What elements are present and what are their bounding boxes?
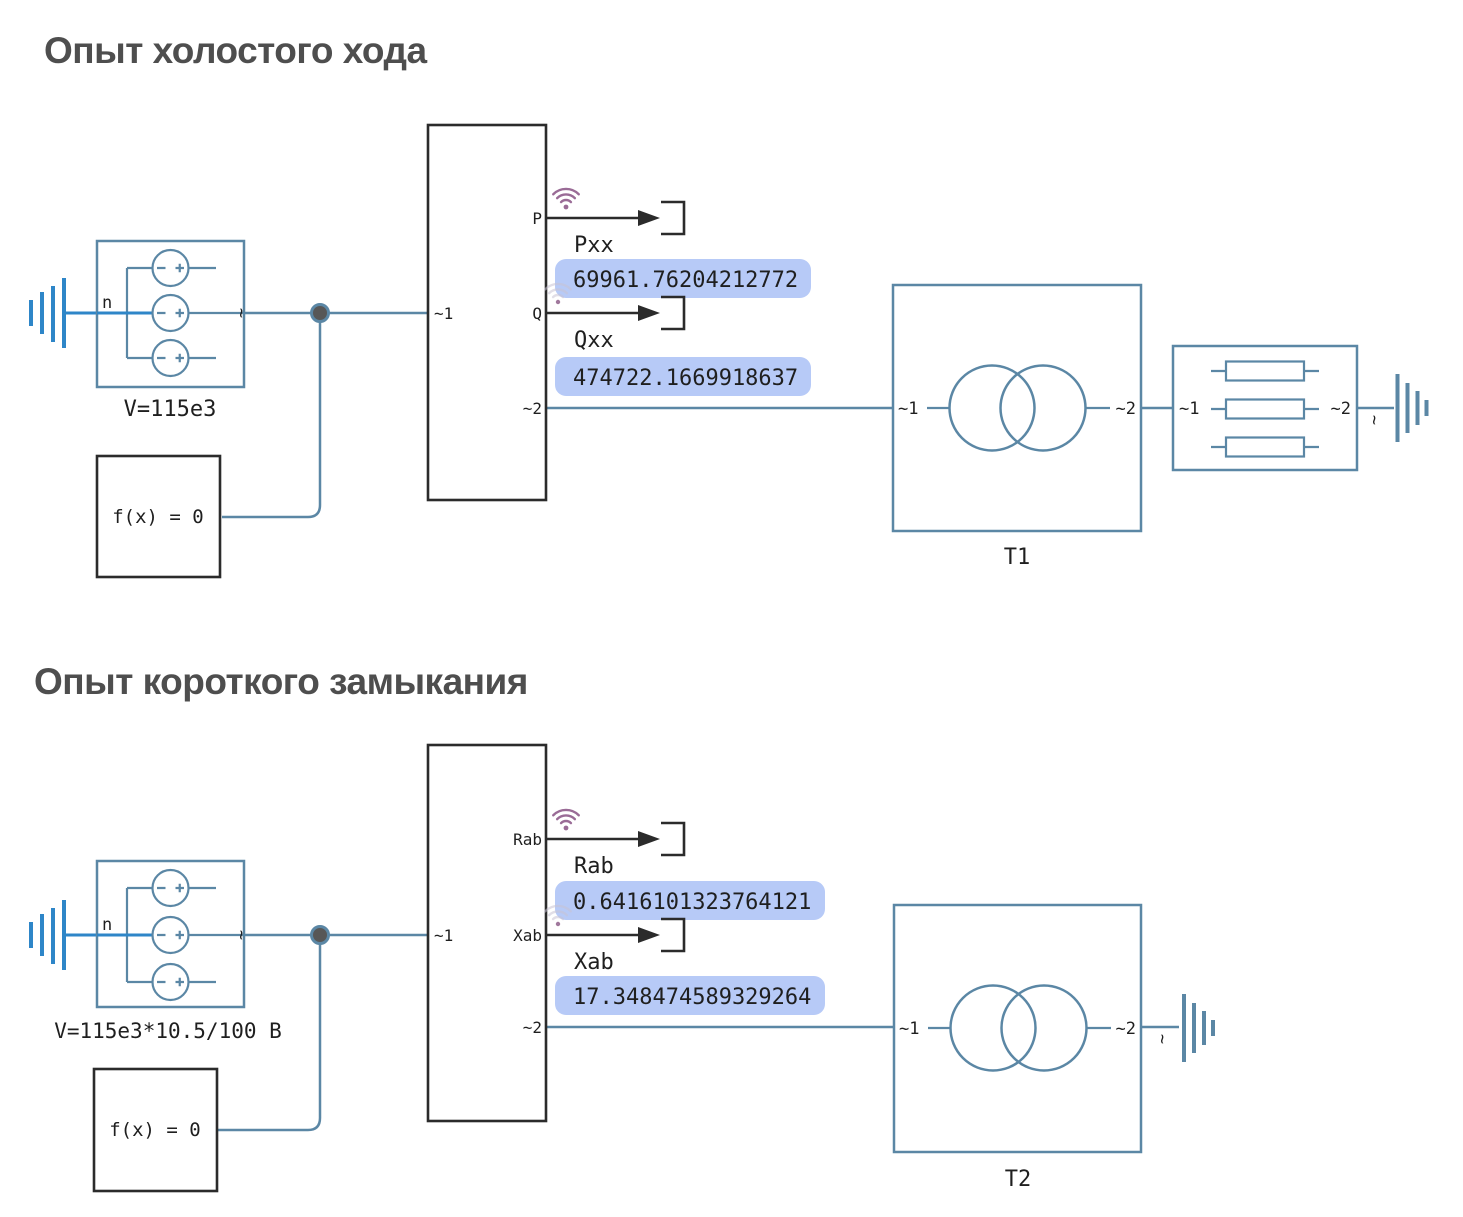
three-phase-source-block[interactable]: n ~	[95, 239, 251, 389]
port-label-t2-in: ~1	[899, 1019, 919, 1039]
section-short-circuit: n ~ V=115e3*10.5/100 В f(x) = 0 ~1 Rab X…	[29, 743, 1215, 1193]
transformer-block-t1[interactable]: ~1 ~2	[891, 283, 1143, 533]
ground-out-icon[interactable]	[1395, 374, 1429, 442]
annotation-title-short-circuit-test[interactable]: Опыт короткого замыкания	[34, 661, 528, 702]
port-label-q: Q	[532, 304, 542, 323]
transformer-block-t2[interactable]: ~1 ~2	[892, 903, 1143, 1154]
value-xab: 17.348474589329264	[573, 985, 811, 1010]
solver-block-2[interactable]: f(x) = 0	[92, 1067, 219, 1193]
port-label-out: ~2	[523, 399, 542, 418]
three-phase-source-block-2[interactable]: n ~	[95, 859, 251, 1009]
terminator-block-q[interactable]	[661, 295, 686, 331]
value-display-qxx[interactable]: 474722.1669918637	[555, 357, 811, 396]
value-display-pxx[interactable]: 69961.76204212772	[555, 259, 811, 298]
value-pxx: 69961.76204212772	[573, 268, 798, 293]
wire-source-to-meter-2[interactable]	[217, 933, 428, 1132]
port-label-rab: Rab	[513, 830, 542, 849]
terminator-block-p[interactable]	[661, 200, 686, 236]
port-label-p: P	[532, 209, 542, 228]
section-no-load: n ~ V=115e3 f(x) = 0 ~1 P Q ~2	[29, 123, 1429, 579]
transformer-name-t2[interactable]: T2	[1005, 1167, 1032, 1192]
value-rab: 0.6416101323764121	[573, 890, 811, 915]
terminator-block-xab[interactable]	[661, 917, 686, 953]
solver-label-2: f(x) = 0	[109, 1119, 201, 1141]
value-qxx: 474722.1669918637	[573, 366, 798, 391]
signal-wire-rab[interactable]	[546, 831, 660, 847]
source-name-label-2[interactable]: V=115e3*10.5/100 В	[54, 1019, 282, 1043]
port-label-n: n	[102, 293, 112, 313]
solver-block[interactable]: f(x) = 0	[95, 454, 222, 579]
wire-source-to-meter[interactable]	[222, 311, 428, 519]
port-label-t2-out: ~2	[1116, 1019, 1136, 1039]
transformer-name-t1[interactable]: T1	[1004, 545, 1031, 570]
ground-out-icon-2[interactable]	[1182, 994, 1215, 1062]
signal-wire-p[interactable]	[546, 210, 660, 226]
port-label-load-in: ~1	[1179, 399, 1199, 419]
wireless-signal-icon-q-faint[interactable]	[544, 282, 572, 305]
source-name-label[interactable]: V=115e3	[124, 397, 217, 422]
port-label-xab: Xab	[513, 926, 542, 945]
junction-dot-2[interactable]	[310, 925, 330, 945]
port-label-t1-in: ~1	[898, 399, 918, 419]
measurement-subsystem-block[interactable]: ~1 P Q ~2	[426, 123, 548, 502]
load-block[interactable]: ~1 ~2	[1171, 344, 1359, 472]
signal-name-qxx[interactable]: Qxx	[574, 328, 614, 353]
junction-dot[interactable]	[310, 303, 330, 323]
port-label-ac-2: ~	[231, 930, 251, 940]
signal-name-xab[interactable]: Xab	[574, 950, 614, 975]
value-display-xab[interactable]: 17.348474589329264	[555, 976, 825, 1015]
ground-port-label-2: ~	[1152, 1034, 1172, 1044]
annotation-title-no-load-test[interactable]: Опыт холостого хода	[44, 30, 427, 71]
port-label-load-out: ~2	[1331, 399, 1351, 419]
wireless-signal-icon-rab[interactable]	[552, 808, 580, 831]
port-label-ac: ~	[231, 308, 251, 318]
port-label-n-2: n	[102, 915, 112, 935]
port-label-in: ~1	[434, 304, 453, 323]
port-label-in-2: ~1	[434, 926, 453, 945]
value-display-rab[interactable]: 0.6416101323764121	[555, 881, 825, 920]
wireless-signal-icon-xab-faint[interactable]	[544, 904, 572, 927]
signal-wire-q[interactable]	[546, 305, 660, 321]
port-label-t1-out: ~2	[1116, 399, 1136, 419]
signal-wire-xab[interactable]	[546, 927, 660, 943]
measurement-subsystem-block-2[interactable]: ~1 Rab Xab ~2	[426, 743, 548, 1123]
ground-port-label: ~	[1364, 415, 1384, 425]
wireless-signal-icon-p[interactable]	[552, 187, 580, 210]
solver-label: f(x) = 0	[112, 506, 204, 528]
signal-name-rab[interactable]: Rab	[574, 854, 614, 879]
signal-name-pxx[interactable]: Pxx	[574, 233, 614, 258]
port-label-out-2: ~2	[523, 1018, 542, 1037]
terminator-block-rab[interactable]	[661, 821, 686, 857]
